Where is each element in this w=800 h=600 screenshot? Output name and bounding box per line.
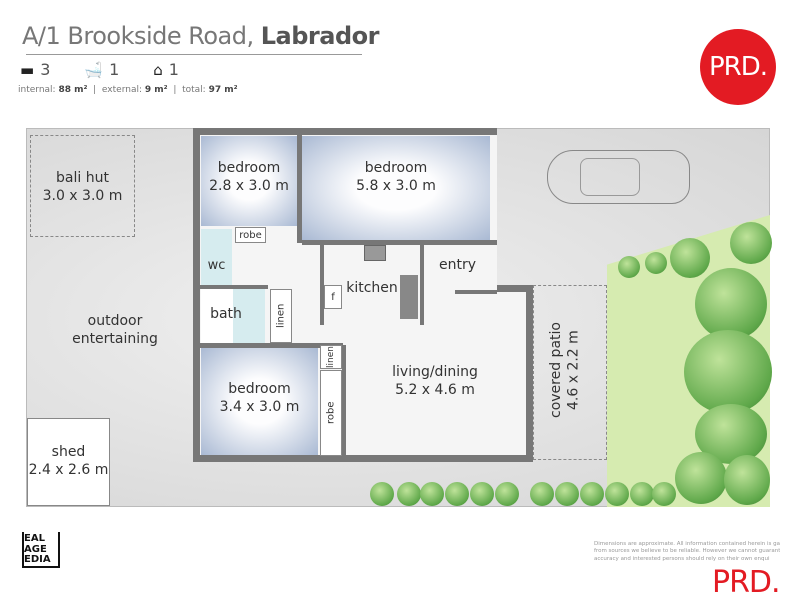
outdoor-entertaining-label: outdoor entertaining [72, 313, 158, 347]
robe-2: robe [320, 370, 342, 456]
shrub [605, 482, 629, 506]
shrub [530, 482, 554, 506]
bedroom-3 [201, 348, 318, 455]
shrub [370, 482, 394, 506]
disclaimer: Dimensions are approximate. All informat… [594, 541, 780, 562]
wall [193, 285, 268, 289]
shrub [470, 482, 494, 506]
bedroom-2 [302, 136, 490, 240]
shrub [420, 482, 444, 506]
property-features: ▬ 3 🛁 1 ⌂ 1 [20, 60, 179, 79]
robe-1: robe [235, 227, 266, 243]
tree [695, 268, 767, 340]
bathroom-count: 1 [109, 60, 120, 79]
shrub [445, 482, 469, 506]
tree [670, 238, 710, 278]
bali-hut [30, 135, 135, 237]
shrub [630, 482, 654, 506]
prd-wordmark: PRD. [712, 565, 781, 600]
entry-label: entry [438, 257, 477, 273]
linen-2: linen [320, 345, 342, 369]
tree [684, 330, 772, 414]
bedroom-count: 3 [40, 60, 51, 79]
area-summary: internal: 88 m² | external: 9 m² | total… [18, 85, 238, 95]
wall [320, 243, 324, 325]
tree [618, 256, 640, 278]
car-roof [580, 158, 640, 196]
wall [455, 290, 497, 294]
shrub [580, 482, 604, 506]
tree [724, 455, 770, 505]
title-divider [26, 54, 362, 55]
shrub [495, 482, 519, 506]
fridge: f [324, 285, 342, 309]
bed-icon: ▬ [20, 61, 35, 79]
wall [193, 343, 343, 348]
car-outline [547, 150, 690, 204]
tree [645, 252, 667, 274]
bath-label: bath [210, 306, 242, 322]
living-extension [497, 285, 533, 462]
covered-patio [533, 285, 607, 460]
garage-car-icon: ⌂ [153, 61, 163, 79]
wall [342, 345, 346, 460]
shrub [652, 482, 676, 506]
bedroom-1 [201, 136, 297, 226]
wall [302, 240, 497, 245]
sink-icon [400, 275, 418, 319]
linen-1: linen [270, 289, 292, 343]
tree [730, 222, 772, 264]
shed [27, 418, 110, 506]
tree [675, 452, 727, 504]
bath-room [201, 289, 265, 343]
wall [297, 128, 302, 243]
property-address: A/1 Brookside Road, Labrador [22, 22, 379, 50]
kitchen-label: kitchen [346, 280, 398, 296]
cooktop-icon [364, 245, 386, 261]
wall [420, 243, 424, 325]
shrub [397, 482, 421, 506]
car-count: 1 [168, 60, 179, 79]
shrub [555, 482, 579, 506]
wc-room [201, 229, 232, 285]
wc-label: wc [207, 258, 226, 273]
bathtub-icon: 🛁 [84, 61, 104, 79]
prd-logo: PRD. [700, 29, 776, 105]
